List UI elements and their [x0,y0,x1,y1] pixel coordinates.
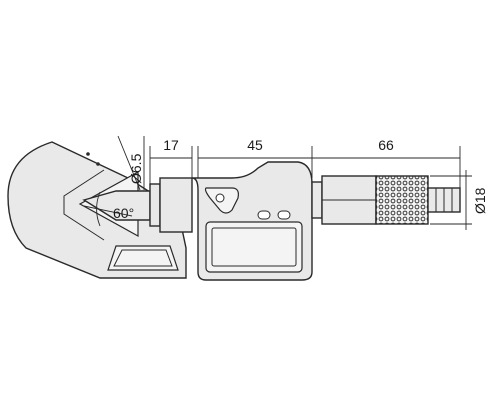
spindle [82,177,193,233]
frame-window [107,245,179,271]
display-body [191,161,313,281]
mode-button [257,210,271,220]
dimension-anvil-diameter: Ø6.5 [128,153,144,184]
knurled-thimble [375,175,429,225]
dimension-17: 17 [163,137,179,153]
dimension-66: 66 [378,137,394,153]
dimension-thimble-diameter: Ø18 [472,187,488,214]
dimension-lines [83,135,472,230]
zero-button [277,210,291,220]
thimble-assembly [311,175,461,225]
lcd-screen [205,221,303,273]
dimension-45: 45 [247,137,263,153]
dimension-v-angle: 60° [113,205,134,221]
